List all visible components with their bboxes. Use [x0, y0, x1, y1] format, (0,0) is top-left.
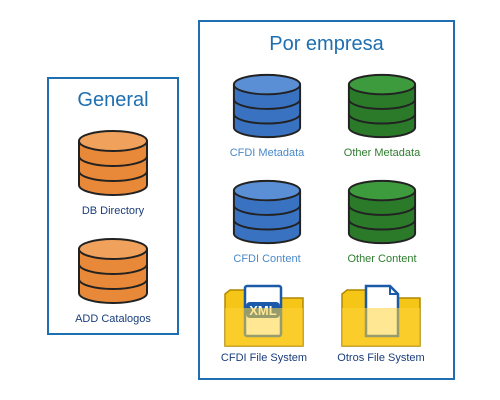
- general-panel-title: General: [77, 89, 149, 111]
- database-icon: [347, 179, 417, 245]
- general-panel: General DB Directory ADD Catalogos: [47, 77, 179, 335]
- database-icon: [78, 238, 148, 304]
- document-folder-icon: [341, 284, 421, 347]
- cfdi-file-system-item[interactable]: XML CFDI File System: [204, 284, 324, 364]
- cfdi-content-label: CFDI Content: [233, 253, 301, 265]
- other-metadata-item[interactable]: Other Metadata: [322, 69, 442, 159]
- other-content-label: Other Content: [347, 253, 417, 265]
- add-catalogos-label: ADD Catalogos: [75, 313, 151, 325]
- otros-file-system-item[interactable]: Otros File System: [321, 284, 441, 364]
- cfdi-content-item[interactable]: CFDI Content: [207, 175, 327, 265]
- otros-file-system-label: Otros File System: [337, 352, 425, 364]
- database-icon: [347, 73, 417, 139]
- cfdi-file-system-label: CFDI File System: [220, 352, 308, 364]
- database-icon: [232, 179, 302, 245]
- add-catalogos-item[interactable]: ADD Catalogos: [53, 233, 173, 325]
- xml-folder-icon: XML: [224, 284, 304, 347]
- empresa-panel-title: Por empresa: [269, 33, 384, 55]
- cfdi-metadata-label: CFDI Metadata: [229, 147, 305, 159]
- db-directory-item[interactable]: DB Directory: [53, 125, 173, 217]
- other-content-item[interactable]: Other Content: [322, 175, 442, 265]
- empresa-panel: Por empresa CFDI Metadata Other Metadata: [198, 20, 455, 380]
- db-directory-label: DB Directory: [81, 205, 145, 217]
- database-icon: [232, 73, 302, 139]
- cfdi-metadata-item[interactable]: CFDI Metadata: [207, 69, 327, 159]
- database-icon: [78, 130, 148, 196]
- other-metadata-label: Other Metadata: [343, 147, 421, 159]
